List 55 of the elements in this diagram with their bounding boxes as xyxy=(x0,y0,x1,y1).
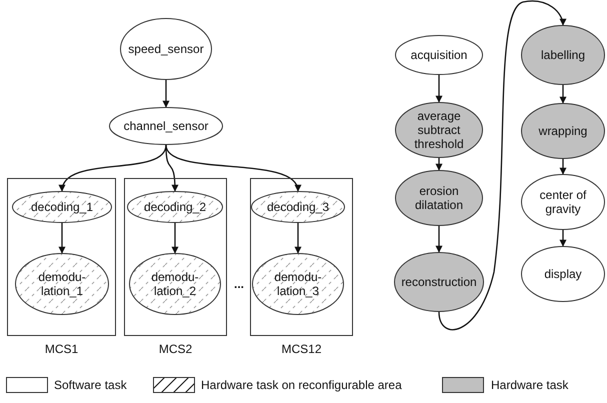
reconfigurable-task-ellipse xyxy=(129,253,221,315)
legend-label: Software task xyxy=(54,378,127,392)
task-name: labelling xyxy=(540,48,586,62)
task-name: reconstruction xyxy=(401,275,477,289)
task-name: speed_sensor xyxy=(128,42,204,56)
hardware-task-ellipse xyxy=(395,170,483,226)
task-name: channel_sensor xyxy=(124,119,208,133)
arrow xyxy=(58,223,66,254)
task-name: display xyxy=(544,267,582,281)
module-box xyxy=(124,178,227,336)
arrow xyxy=(436,226,442,253)
reconfigurable-task-ellipse xyxy=(252,253,344,315)
task-name: demodu- lation_3 xyxy=(273,270,323,298)
arrow xyxy=(60,144,167,192)
ellipsis-label: ... xyxy=(234,277,244,291)
arrow xyxy=(438,0,566,330)
software-task-ellipse xyxy=(521,174,605,230)
module-box xyxy=(250,178,353,336)
arrow xyxy=(172,223,178,254)
arrow xyxy=(165,144,300,192)
hardware-task-ellipse xyxy=(394,252,484,312)
task-name: wrapping xyxy=(538,124,588,138)
arrow xyxy=(294,223,302,254)
task-name: acquisition xyxy=(410,48,468,62)
reconfigurable-task-ellipse xyxy=(15,253,109,315)
module-label: MCS2 xyxy=(158,342,194,356)
task-name: decoding_1 xyxy=(30,200,94,214)
arrow xyxy=(560,230,566,247)
hardware-task-ellipse xyxy=(395,102,483,158)
module-label: MCS1 xyxy=(44,342,80,356)
arrow xyxy=(436,158,442,171)
module-box xyxy=(7,178,116,336)
task-name: center of gravity xyxy=(538,188,588,216)
reconfigurable-task-ellipse xyxy=(12,191,112,223)
software-task-ellipse xyxy=(120,18,212,80)
reconfigurable-task-ellipse xyxy=(251,191,345,223)
module-label: MCS12 xyxy=(280,342,322,356)
arrow xyxy=(162,80,170,108)
reconfigurable-task-ellipse xyxy=(127,191,223,223)
task-name: decoding_2 xyxy=(144,200,206,214)
arrow xyxy=(560,159,566,175)
task-name: demodu- lation_2 xyxy=(150,270,200,298)
software-task-ellipse xyxy=(521,246,605,302)
task-name: demodu- lation_1 xyxy=(37,270,87,298)
arrow xyxy=(560,85,566,104)
hardware-task-ellipse xyxy=(521,25,605,85)
task-name: erosion dilatation xyxy=(414,184,464,212)
legend-label: Hardware task on reconfigurable area xyxy=(201,378,402,392)
task-name: decoding_3 xyxy=(266,200,330,214)
task-name: average subtract threshold xyxy=(413,109,465,151)
legend-label: Hardware task xyxy=(491,378,568,392)
arrow xyxy=(436,75,442,103)
hardware-task-ellipse xyxy=(521,103,605,159)
software-task-ellipse xyxy=(109,107,223,145)
software-task-ellipse xyxy=(395,35,483,75)
